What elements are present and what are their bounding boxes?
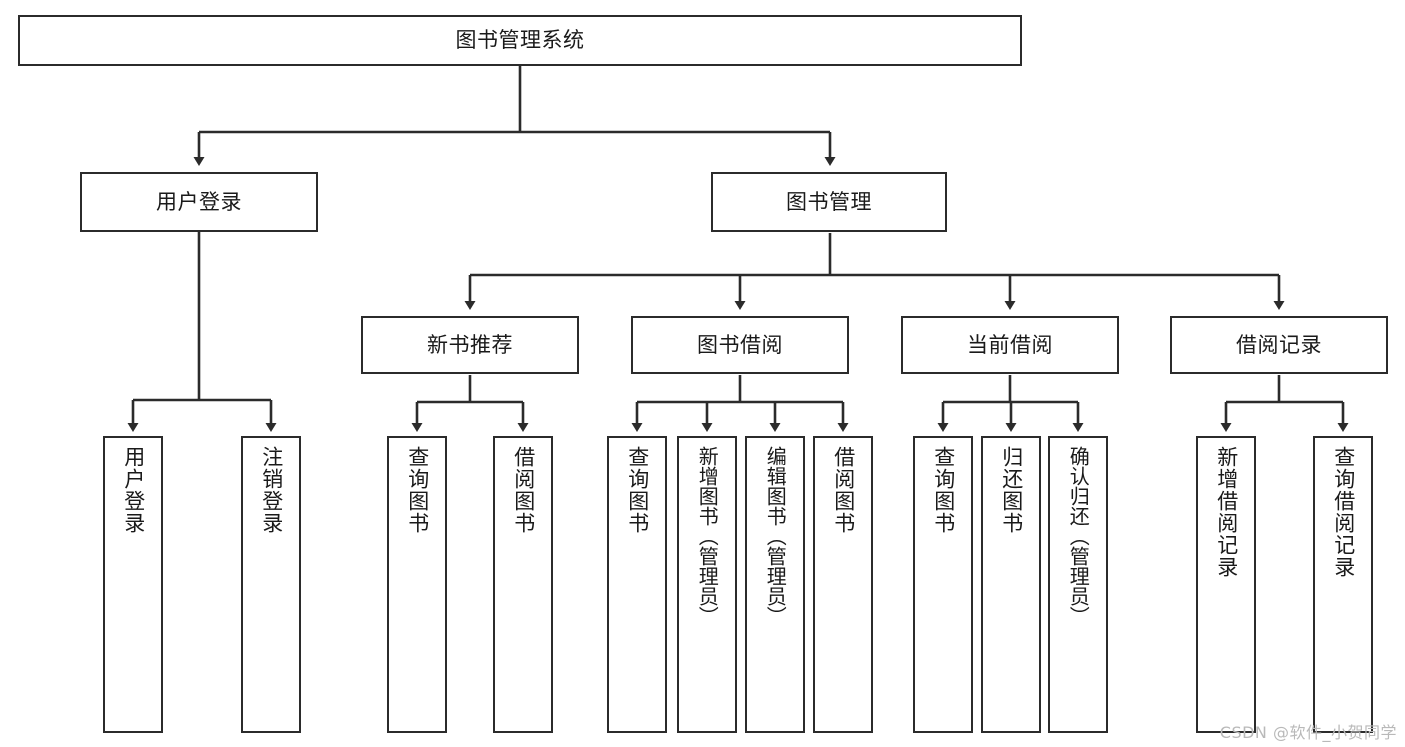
node-label: 借阅图书 xyxy=(831,446,856,534)
edge-group-root xyxy=(193,66,836,166)
leaf-user-login-login[interactable]: 用户登录 xyxy=(103,436,163,733)
leaf-book-borrow-add[interactable]: 新增图书（管理员） xyxy=(677,436,737,733)
edge-group-book-manage xyxy=(464,233,1285,310)
node-label: 图书借阅 xyxy=(697,332,783,357)
node-current-borrow[interactable]: 当前借阅 xyxy=(901,316,1119,374)
node-root-system[interactable]: 图书管理系统 xyxy=(18,15,1022,66)
node-label: 借阅记录 xyxy=(1236,332,1322,357)
node-label: 查询图书 xyxy=(931,446,956,534)
leaf-current-borrow-return[interactable]: 归还图书 xyxy=(981,436,1041,733)
node-user-login[interactable]: 用户登录 xyxy=(80,172,318,232)
node-label: 注销登录 xyxy=(259,446,284,534)
node-label: 归还图书 xyxy=(999,446,1024,534)
node-new-book-recommend[interactable]: 新书推荐 xyxy=(361,316,579,374)
leaf-borrow-record-query[interactable]: 查询借阅记录 xyxy=(1313,436,1373,733)
leaf-book-borrow-edit[interactable]: 编辑图书（管理员） xyxy=(745,436,805,733)
node-label: 图书管理 xyxy=(786,189,872,214)
node-label: 用户登录 xyxy=(121,446,146,534)
edge-group-current-borrow xyxy=(937,375,1084,432)
leaf-current-borrow-query[interactable]: 查询图书 xyxy=(913,436,973,733)
csdn-watermark: CSDN @软件_小贺同学 xyxy=(1219,723,1397,742)
node-label: 当前借阅 xyxy=(967,332,1053,357)
node-book-management[interactable]: 图书管理 xyxy=(711,172,947,232)
node-label: 借阅图书 xyxy=(511,446,536,534)
edge-group-user-login xyxy=(127,232,277,432)
edge-group-book-borrow xyxy=(631,375,849,432)
edge-group-borrow-record xyxy=(1220,375,1349,432)
leaf-current-borrow-confirm[interactable]: 确认归还（管理员） xyxy=(1048,436,1108,733)
leaf-new-book-query[interactable]: 查询图书 xyxy=(387,436,447,733)
leaf-book-borrow-borrow[interactable]: 借阅图书 xyxy=(813,436,873,733)
leaf-borrow-record-add[interactable]: 新增借阅记录 xyxy=(1196,436,1256,733)
node-label: 新增借阅记录 xyxy=(1214,446,1239,578)
leaf-new-book-borrow[interactable]: 借阅图书 xyxy=(493,436,553,733)
leaf-user-login-logout[interactable]: 注销登录 xyxy=(241,436,301,733)
edge-group-new-book xyxy=(411,375,529,432)
node-label: 查询借阅记录 xyxy=(1331,446,1356,578)
node-label: 用户登录 xyxy=(156,189,242,214)
node-label: 新书推荐 xyxy=(427,332,513,357)
node-label: 新增图书（管理员） xyxy=(695,446,720,626)
node-book-borrow[interactable]: 图书借阅 xyxy=(631,316,849,374)
leaf-book-borrow-query[interactable]: 查询图书 xyxy=(607,436,667,733)
node-label: 编辑图书（管理员） xyxy=(763,446,788,626)
node-label: 查询图书 xyxy=(625,446,650,534)
node-label: 确认归还（管理员） xyxy=(1066,446,1091,626)
node-label: 图书管理系统 xyxy=(455,28,585,53)
node-label: 查询图书 xyxy=(405,446,430,534)
node-borrow-record[interactable]: 借阅记录 xyxy=(1170,316,1388,374)
